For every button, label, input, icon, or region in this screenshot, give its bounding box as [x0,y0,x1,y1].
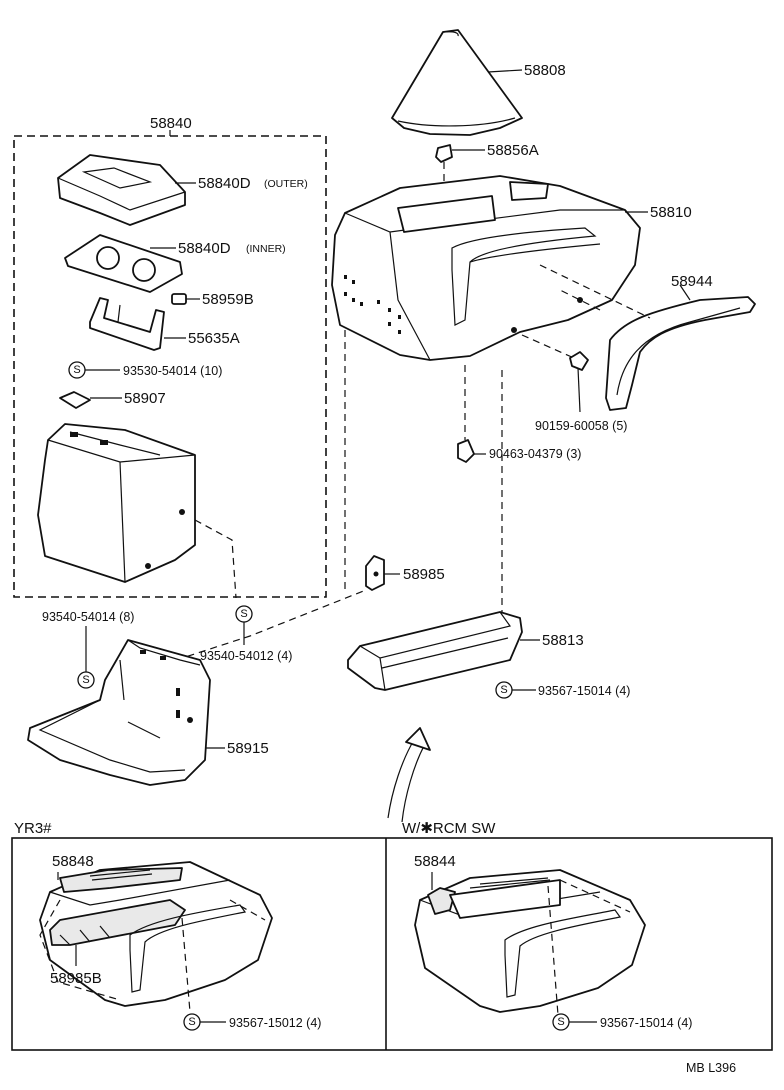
screw-symbol-93567-15014-a: S [500,684,507,696]
variant-right-console: 58844 S 93567-15014 (4) [414,853,692,1031]
label-58840d-inner: 58840D [178,240,231,257]
label-93567-15014-b: 93567-15014 (4) [600,1016,692,1030]
label-58944: 58944 [671,273,713,290]
label-93540-8: 93540-54014 (8) [42,610,134,624]
label-58907: 58907 [124,390,166,407]
label-58848: 58848 [52,853,94,870]
label-55635a: 55635A [188,330,240,347]
variant-frame: YR3# W/✱RCM SW [11,820,773,1051]
trim-58944: 58944 [539,264,756,411]
screw-symbol-93567-15012: S [188,1016,195,1028]
variant-label-left: YR3# [14,820,52,837]
screws-93540: S 93540-54012 (4) 93540-54014 (8) S [42,330,367,689]
label-58985b: 58985B [50,970,102,987]
bracket-58915: 58915 [27,639,269,786]
label-58985: 58985 [403,566,445,583]
label-58959b: 58959B [202,291,254,308]
label-93567-15014-a: 93567-15014 (4) [538,684,630,698]
label-58856a: 58856A [487,142,539,159]
label-58813: 58813 [542,632,584,649]
assembly-58840: 58840 58840D (OUTER) 58840D (INNER) 5895… [13,115,327,599]
screw-symbol-93540-4: S [240,608,247,620]
label-58915: 58915 [227,740,269,757]
screw-symbol-93530: S [73,364,80,376]
label-58810: 58810 [650,204,692,221]
screw-90159: 90159-60058 (5) [521,334,627,433]
variant-left-console: 58848 58985B S 93567-15012 (4) [39,853,321,1031]
label-93540-4: 93540-54012 (4) [200,649,292,663]
note-outer: (OUTER) [264,178,308,190]
label-58840: 58840 [150,115,192,132]
label-58844: 58844 [414,853,456,870]
screw-symbol-93567-15014-b: S [557,1016,564,1028]
tray-58813: 58813 S 93567-15014 (4) [347,370,630,699]
bracket-58985: 58985 [365,555,445,591]
label-90463: 90463-04379 (3) [489,447,581,461]
variant-arrow [387,727,431,823]
label-58808: 58808 [524,62,566,79]
screw-symbol-93540-8: S [82,674,89,686]
note-inner: (INNER) [246,243,286,255]
label-58840d-outer: 58840D [198,175,251,192]
label-93567-15012: 93567-15012 (4) [229,1016,321,1030]
label-93530: 93530-54014 (10) [123,364,222,378]
shift-boot-58808: 58808 [391,29,566,136]
nut-90463: 90463-04379 (3) [457,365,581,463]
variant-label-right: W/✱RCM SW [402,820,496,837]
drawing-code: MB L396 [686,1061,736,1075]
console-box-58810: 58810 [331,175,692,361]
label-90159: 90159-60058 (5) [535,419,627,433]
